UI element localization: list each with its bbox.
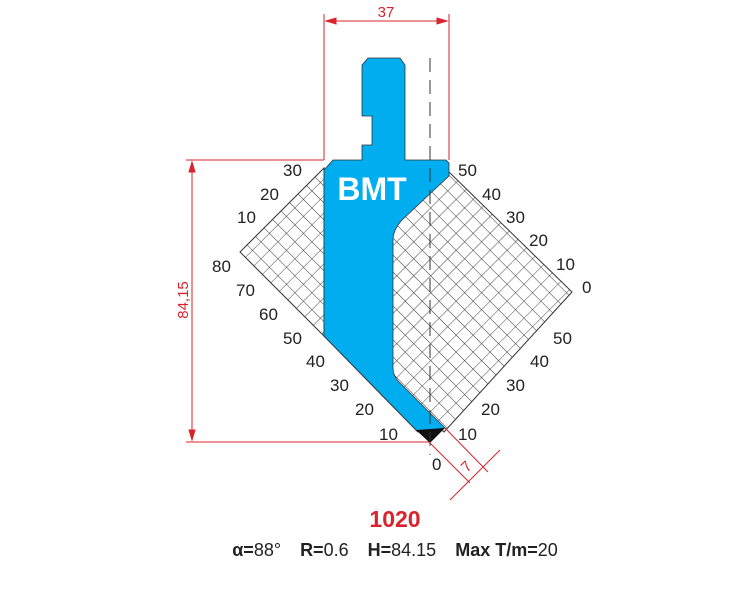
svg-text:10: 10 xyxy=(237,208,256,227)
tip-dimension xyxy=(429,427,501,501)
right-grid xyxy=(391,171,573,433)
specs-line: α=88° R=0.6 H=84.15 Max T/m=20 xyxy=(0,540,740,561)
svg-text:50: 50 xyxy=(553,329,572,348)
svg-text:30: 30 xyxy=(506,208,525,227)
svg-text:80: 80 xyxy=(212,257,231,276)
left-grid xyxy=(239,166,325,338)
left-scale: 30 20 10 80 70 60 50 40 30 20 10 xyxy=(212,161,398,444)
brand-logo: BMT xyxy=(337,171,407,207)
svg-text:40: 40 xyxy=(306,352,325,371)
spec-height: H=84.15 xyxy=(367,540,437,560)
svg-text:30: 30 xyxy=(506,376,525,395)
svg-text:0: 0 xyxy=(582,278,591,297)
model-number: 1020 xyxy=(369,506,421,532)
width-dimension xyxy=(323,14,450,160)
svg-text:70: 70 xyxy=(236,281,255,300)
width-value: 37 xyxy=(378,4,395,21)
svg-text:50: 50 xyxy=(283,329,302,348)
svg-text:10: 10 xyxy=(379,425,398,444)
svg-text:30: 30 xyxy=(283,161,302,180)
svg-text:40: 40 xyxy=(530,352,549,371)
right-scale: 50 40 30 20 10 0 50 40 30 20 10 xyxy=(458,161,591,444)
spec-radius: R=0.6 xyxy=(300,540,349,560)
svg-text:30: 30 xyxy=(330,376,349,395)
punch-tool-body xyxy=(323,57,450,433)
svg-text:20: 20 xyxy=(355,400,374,419)
height-dimension xyxy=(186,159,430,443)
spec-max-tonnage: Max T/m=20 xyxy=(455,540,558,560)
svg-text:60: 60 xyxy=(259,305,278,324)
spec-angle: α=88° xyxy=(232,540,282,560)
bottom-zero: 0 xyxy=(432,455,441,474)
svg-text:20: 20 xyxy=(481,400,500,419)
svg-text:20: 20 xyxy=(529,231,548,250)
svg-text:10: 10 xyxy=(458,425,477,444)
svg-text:40: 40 xyxy=(482,185,501,204)
svg-text:10: 10 xyxy=(556,255,575,274)
svg-text:50: 50 xyxy=(458,161,477,180)
height-value: 84,15 xyxy=(175,281,192,319)
svg-text:20: 20 xyxy=(260,185,279,204)
